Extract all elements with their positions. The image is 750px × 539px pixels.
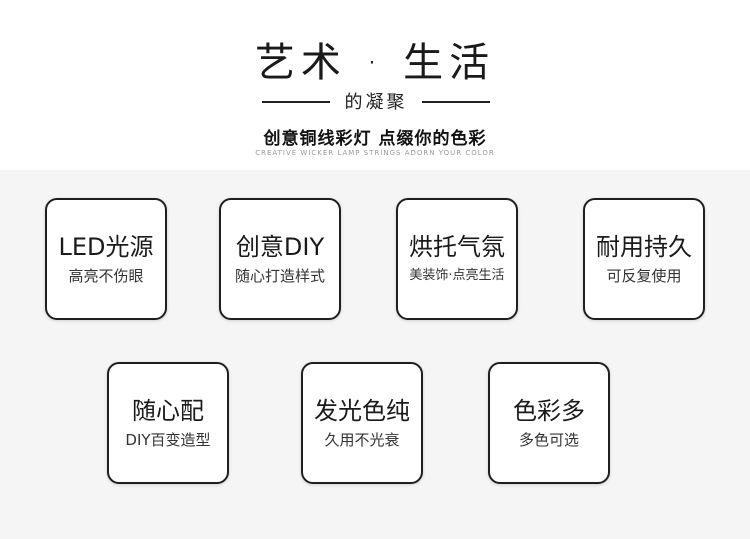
feature-title: 烘托气氛 xyxy=(409,233,505,261)
divider-line-left xyxy=(262,101,330,103)
feature-desc: 可反复使用 xyxy=(606,267,682,285)
feature-card-atmosphere: 烘托气氛 美装饰·点亮生活 xyxy=(396,198,518,320)
feature-desc: DIY百变造型 xyxy=(125,431,211,449)
feature-desc: 随心打造样式 xyxy=(234,267,325,285)
slogan: 创意铜线彩灯 点缀你的色彩 xyxy=(263,129,487,149)
feature-card-creative-diy: 创意DIY 随心打造样式 xyxy=(219,198,341,320)
feature-title: 创意DIY xyxy=(235,233,325,261)
feature-title: 发光色纯 xyxy=(314,397,410,425)
feature-card-free-match: 随心配 DIY百变造型 xyxy=(107,362,229,484)
feature-desc: 美装饰·点亮生活 xyxy=(409,268,505,283)
feature-card-multi-color: 色彩多 多色可选 xyxy=(488,362,610,484)
feature-title: 色彩多 xyxy=(513,397,585,425)
feature-title: 随心配 xyxy=(132,397,204,425)
feature-title: LED光源 xyxy=(58,233,154,261)
slogan-english: CREATIVE WICKER LAMP STRINGS ADORN YOUR … xyxy=(255,149,495,157)
feature-card-pure-color: 发光色纯 久用不光衰 xyxy=(301,362,423,484)
feature-desc: 高亮不伤眼 xyxy=(68,267,144,285)
feature-title: 耐用持久 xyxy=(596,233,692,261)
divider-line-right xyxy=(422,101,490,103)
subtitle-text: 的凝聚 xyxy=(344,92,408,113)
feature-card-durable: 耐用持久 可反复使用 xyxy=(583,198,705,320)
feature-card-led-light: LED光源 高亮不伤眼 xyxy=(45,198,167,320)
page-title: 艺术 · 生活 xyxy=(254,40,496,86)
header-section xyxy=(0,0,750,170)
feature-desc: 久用不光衰 xyxy=(324,431,400,449)
feature-desc: 多色可选 xyxy=(518,431,579,449)
subtitle-row: 的凝聚 xyxy=(262,88,490,113)
